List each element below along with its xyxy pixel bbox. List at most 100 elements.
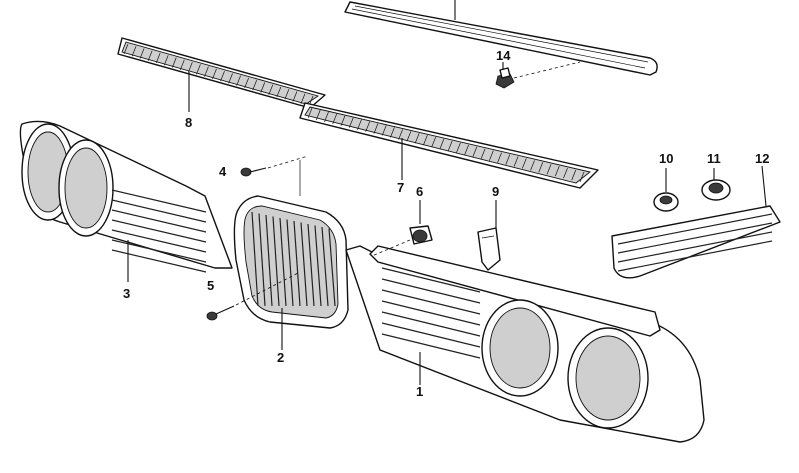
slat-line (276, 86, 282, 98)
grille-insert-part-12 (611, 165, 781, 279)
slat-line (272, 216, 280, 307)
slat-line (244, 77, 249, 89)
slat-line (381, 278, 481, 304)
slat-line (252, 80, 258, 91)
slat-line (357, 119, 362, 130)
bracket-part-9 (477, 200, 501, 271)
slat-line (381, 289, 481, 315)
callout-7: 7 (397, 180, 404, 195)
slat-line (315, 109, 321, 121)
screw-part-5 (206, 271, 301, 321)
trim-strip (344, 0, 658, 76)
slat-line (111, 209, 207, 233)
slat-line (423, 135, 428, 146)
slat-line (489, 150, 494, 161)
slat-line (563, 167, 568, 179)
grille-strip-part-8 (117, 37, 326, 112)
callout-2: 2 (277, 350, 284, 365)
callout-11: 11 (707, 151, 721, 166)
slat-line (314, 225, 322, 307)
slat-line (579, 171, 585, 183)
slat-line (236, 75, 241, 86)
callout-6: 6 (416, 184, 423, 199)
slat-line (381, 300, 481, 326)
right-grille-panel-part-1 (345, 245, 705, 443)
slat-line (464, 144, 469, 155)
slat-line (188, 61, 193, 73)
slat-line (307, 107, 313, 119)
slat-line (617, 231, 773, 263)
slat-line (381, 311, 481, 337)
slat-line (447, 140, 453, 152)
slat-line (617, 240, 773, 272)
slat-line (286, 219, 294, 307)
grommet-part-10 (653, 168, 679, 212)
slat-line (381, 125, 387, 136)
slat-line (554, 166, 560, 177)
slat-line (373, 123, 379, 134)
slat-line (439, 138, 445, 150)
slat-line (293, 220, 301, 307)
slat-line (196, 64, 201, 75)
slat-line (480, 148, 486, 159)
left-grille-panel-part-3 (19, 120, 233, 282)
slat-line (265, 214, 273, 307)
callout-4: 4 (219, 164, 227, 179)
callout-1: 1 (416, 384, 423, 399)
slat-line (546, 164, 552, 175)
slat-line (139, 48, 145, 59)
slat-line (497, 152, 502, 163)
slat-line (171, 57, 177, 68)
slat-line (406, 131, 412, 142)
slat-line (617, 213, 773, 245)
slat-line (228, 73, 233, 84)
slat-line (111, 229, 207, 253)
screw-part-4 (240, 155, 309, 177)
slat-line (398, 129, 403, 140)
slat-line (111, 199, 207, 223)
slat-line (414, 133, 420, 144)
slat-line (220, 71, 225, 82)
callout-9: 9 (492, 184, 499, 199)
slat-line (123, 43, 129, 55)
slat-line (300, 93, 306, 104)
slat-line (111, 219, 207, 243)
callout-12: 12 (755, 151, 769, 166)
slat-line (431, 136, 436, 148)
slat-line (324, 111, 329, 123)
callout-labels: 1 2 3 4 5 6 7 8 9 10 11 12 14 (123, 48, 769, 399)
kidney-grille-part-2 (233, 160, 349, 350)
slat-line (456, 142, 461, 154)
callout-5: 5 (207, 278, 214, 293)
slat-line (268, 84, 274, 95)
slat-line (284, 89, 290, 100)
callout-3: 3 (123, 286, 130, 301)
slat-line (381, 322, 481, 348)
callout-8: 8 (185, 115, 192, 130)
slat-line (155, 52, 161, 64)
slat-line (307, 223, 315, 307)
callout-10: 10 (659, 151, 673, 166)
slat-line (332, 113, 338, 124)
slat-line (365, 121, 371, 132)
grommet-part-11 (701, 168, 731, 201)
slat-line (381, 333, 481, 359)
slat-line (530, 160, 535, 171)
slat-line (381, 267, 481, 293)
slat-line (111, 189, 207, 213)
slat-line (472, 146, 478, 157)
slat-line (300, 222, 308, 307)
slat-line (505, 154, 511, 165)
slat-line (521, 158, 527, 169)
slat-line (513, 156, 519, 167)
grommet-part-6 (371, 200, 433, 257)
clip-part-14 (495, 61, 581, 89)
slat-line (260, 82, 266, 93)
slat-line (340, 115, 346, 126)
slat-line (204, 66, 209, 77)
slat-line (571, 169, 577, 181)
slat-line (390, 127, 395, 138)
slat-line (321, 226, 329, 307)
slat-line (147, 50, 153, 61)
